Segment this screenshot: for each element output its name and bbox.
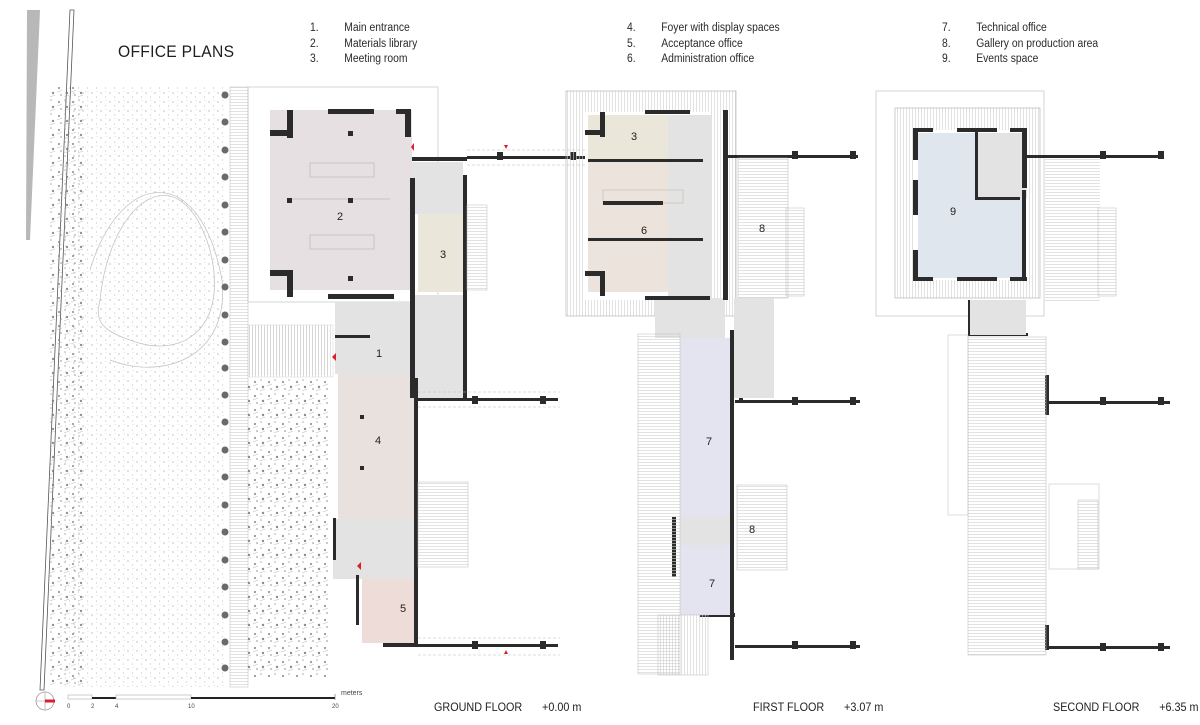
north-arrow-icon: [35, 691, 55, 711]
scale-tick: 2: [91, 704, 95, 710]
room-label-5: 5: [400, 603, 406, 615]
floor-label-ground: GROUND FLOOR+0.00 m: [434, 700, 582, 714]
scale-tick: 0: [67, 704, 71, 710]
room-label-1: 1: [376, 348, 382, 360]
room-7-technical-office: [680, 338, 730, 518]
scale-tick: 20: [332, 704, 339, 710]
legend-item: 9.Events space: [942, 53, 1039, 65]
legend-item: 6.Administration office: [627, 53, 755, 65]
legend-group-1: 1.Main entrance 2.Materials library 3.Me…: [310, 21, 417, 68]
room-7-technical-office-2: [680, 545, 730, 615]
room-2-materials-library: [270, 110, 412, 290]
room-label-3-first: 3: [631, 131, 637, 143]
first-floor-plan: 3 6 8 7 8 7: [565, 90, 860, 676]
room-label-8-lower: 8: [749, 524, 755, 536]
legend-group-3: 7.Technical office 8.Gallery on producti…: [942, 21, 1098, 68]
scale-tick: 10: [188, 704, 195, 710]
legend-item: 7.Technical office: [942, 22, 1047, 34]
legend-item: 8.Gallery on production area: [942, 37, 1099, 50]
legend-item: 4.Foyer with display spaces: [627, 22, 780, 34]
room-label-2: 2: [337, 211, 343, 223]
scale-unit: meters: [341, 690, 363, 697]
legend-item: 3.Meeting room: [310, 53, 408, 65]
room-label-7-lower: 7: [709, 578, 715, 590]
room-5-acceptance: [362, 579, 414, 643]
room-3-meeting-room: [418, 214, 463, 292]
room-label-7: 7: [706, 436, 712, 448]
legend-item: 2.Materials library: [310, 37, 418, 50]
floor-label-second: SECOND FLOOR+6.35 m: [1053, 700, 1199, 714]
legend-item: 1.Main entrance: [310, 22, 410, 34]
legend-item: 5.Acceptance office: [627, 37, 743, 50]
floor-label-first: FIRST FLOOR+3.07 m: [753, 700, 884, 714]
room-label-8: 8: [759, 223, 765, 235]
legend-group-2: 4.Foyer with display spaces 5.Acceptance…: [627, 21, 780, 68]
scale-tick: 4: [115, 704, 119, 710]
second-floor-plan: 9: [875, 90, 1170, 656]
room-label-6: 6: [641, 225, 647, 237]
room-label-3: 3: [440, 249, 446, 261]
ground-floor-plan: 2 3 1 4 5: [247, 86, 592, 656]
room-4-foyer: [338, 374, 414, 519]
scale-bar: [67, 694, 336, 700]
page-title: OFFICE PLANS: [118, 42, 235, 61]
room-label-9: 9: [950, 206, 956, 218]
room-label-4: 4: [375, 435, 381, 447]
